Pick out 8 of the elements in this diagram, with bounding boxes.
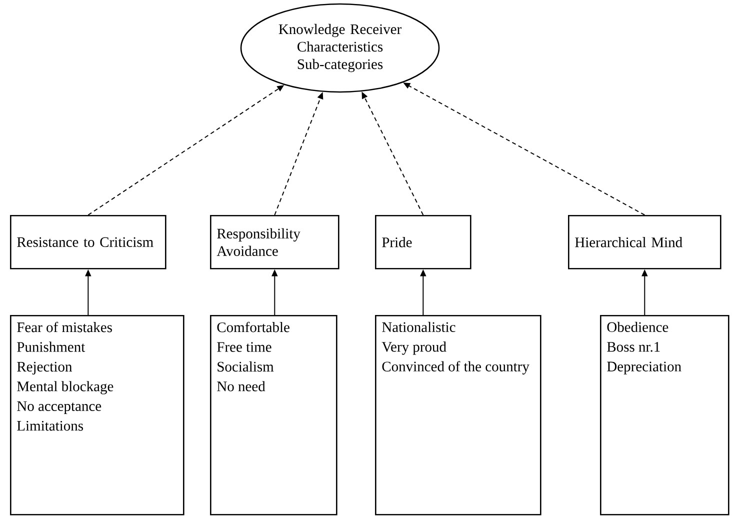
item-list-box: Obedience Boss nr.1 Depreciation bbox=[600, 315, 730, 516]
item-list-box: Comfortable Free time Socialism No need bbox=[210, 315, 338, 516]
category-box: Pride bbox=[375, 215, 472, 270]
category-box: Hierarchical Mind bbox=[568, 215, 722, 270]
item-list-box: Nationalistic Very proud Convinced of the country bbox=[375, 315, 542, 516]
item-list-box: Fear of mistakes Punishment Rejection Mental blockage No acceptance Limitations bbox=[10, 315, 184, 516]
category-box: Resistance to Criticism bbox=[10, 215, 166, 270]
category-box: Responsibility Avoidance bbox=[210, 215, 340, 270]
